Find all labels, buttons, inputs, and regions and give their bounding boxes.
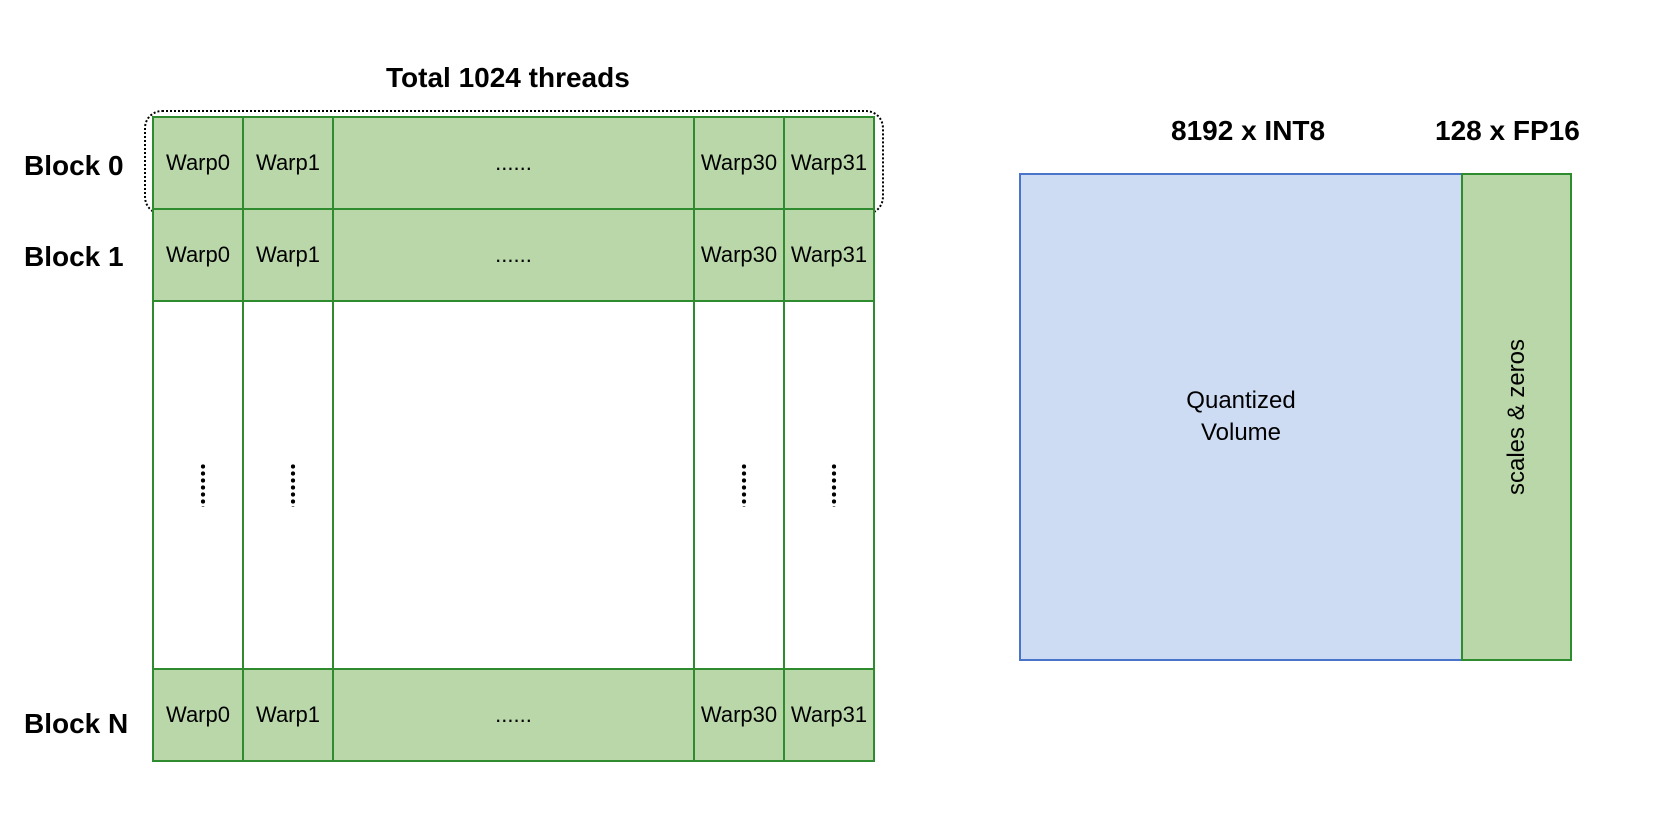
quantized-volume-text: Quantized Volume bbox=[1186, 385, 1295, 449]
scales-zeros-box: scales & zeros bbox=[1461, 173, 1572, 661]
gap-col-warp0 bbox=[152, 300, 244, 670]
int8-label: 8192 x INT8 bbox=[1171, 115, 1326, 146]
block-n-warp0: Warp0 bbox=[152, 668, 244, 762]
block-1-warp31: Warp31 bbox=[783, 208, 875, 302]
block-n-ellipsis: ...... bbox=[332, 668, 695, 762]
block-1-warp0: Warp0 bbox=[152, 208, 244, 302]
block-0-highlight bbox=[144, 110, 884, 215]
block-0-warp31: Warp31 bbox=[783, 116, 875, 210]
block-0-warp30: Warp30 bbox=[693, 116, 785, 210]
block-n-warp31: Warp31 bbox=[783, 668, 875, 762]
volume-label: Volume bbox=[1200, 419, 1282, 446]
vertical-ellipsis-col30 bbox=[741, 463, 747, 507]
block-0-ellipsis: ...... bbox=[332, 116, 695, 210]
scales-zeros-label: scales & zeros bbox=[1502, 338, 1530, 496]
quantized-label: Quantized bbox=[1186, 387, 1296, 414]
block-0-warp0: Warp0 bbox=[152, 116, 244, 210]
block-n-warp1: Warp1 bbox=[242, 668, 334, 762]
gap-col-warp1 bbox=[242, 300, 334, 670]
block-n-label: Block N bbox=[24, 708, 129, 739]
vertical-ellipsis-col31 bbox=[831, 463, 837, 507]
vertical-ellipsis-col1 bbox=[290, 463, 296, 507]
block-1-warp1: Warp1 bbox=[242, 208, 334, 302]
quantized-volume-box: Quantized Volume bbox=[1019, 173, 1463, 661]
threads-title: Total 1024 threads bbox=[386, 62, 630, 93]
gap-col-middle bbox=[332, 300, 695, 670]
gap-col-warp31 bbox=[783, 300, 875, 670]
block-1-ellipsis: ...... bbox=[332, 208, 695, 302]
block-n-warp30: Warp30 bbox=[693, 668, 785, 762]
block-0-label: Block 0 bbox=[24, 150, 124, 181]
block-1-warp30: Warp30 bbox=[693, 208, 785, 302]
block-1-label: Block 1 bbox=[24, 241, 124, 272]
gap-col-warp30 bbox=[693, 300, 785, 670]
fp16-label: 128 x FP16 bbox=[1435, 115, 1580, 146]
vertical-ellipsis-col0 bbox=[200, 463, 206, 507]
